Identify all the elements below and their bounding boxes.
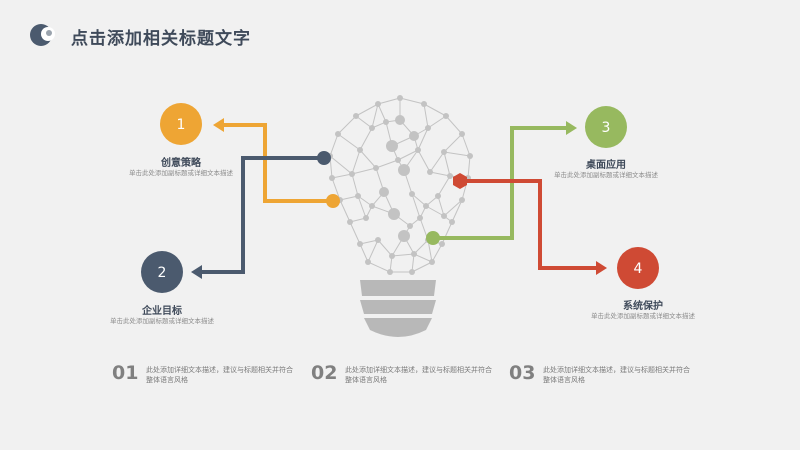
- node-2-label: 企业目标 单击此处添加副标题或详细文本描述: [107, 302, 217, 326]
- node-1-label: 创意策略 单击此处添加副标题或详细文本描述: [126, 154, 236, 178]
- bottom-item-3-text: 此处添加详细文本描述，建议与标题相关并符合整体语言风格: [543, 366, 690, 384]
- bottom-item-2-text: 此处添加详细文本描述，建议与标题相关并符合整体语言风格: [345, 366, 492, 384]
- connector-2: [191, 151, 331, 279]
- node-3-heading: 桌面应用: [586, 160, 626, 171]
- node-4-number: 4: [634, 261, 643, 277]
- node-4-desc: 单击此处添加副标题或详细文本描述: [591, 312, 695, 320]
- node-1-desc: 单击此处添加副标题或详细文本描述: [129, 169, 233, 177]
- bottom-item-2-number: 02: [311, 362, 338, 384]
- node-3-desc: 单击此处添加副标题或详细文本描述: [554, 171, 658, 179]
- lightbulb-base-icon: [360, 280, 436, 337]
- node-3-label: 桌面应用 单击此处添加副标题或详细文本描述: [551, 156, 661, 180]
- lightbulb-network-icon: [327, 95, 473, 275]
- node-4-heading: 系统保护: [623, 301, 663, 312]
- node-1-number: 1: [177, 117, 186, 133]
- connector-4: [453, 173, 607, 275]
- node-2-number: 2: [158, 265, 167, 281]
- bottom-item-3-number: 03: [509, 362, 536, 384]
- node-4-label: 系统保护 单击此处添加副标题或详细文本描述: [588, 297, 698, 321]
- node-2-heading: 企业目标: [142, 306, 182, 317]
- node-1-circle: 1: [160, 103, 202, 145]
- title-dots-icon: [30, 24, 55, 46]
- node-3-circle: 3: [585, 106, 627, 148]
- connector-1: [213, 118, 340, 208]
- bottom-item-1-number: 01: [112, 362, 139, 384]
- node-2-circle: 2: [141, 251, 183, 293]
- node-2-desc: 单击此处添加副标题或详细文本描述: [110, 317, 214, 325]
- node-1-heading: 创意策略: [161, 158, 201, 169]
- bottom-item-1-text: 此处添加详细文本描述，建议与标题相关并符合整体语言风格: [146, 366, 293, 384]
- node-4-circle: 4: [617, 247, 659, 289]
- page-title: 点击添加相关标题文字: [71, 29, 251, 49]
- node-3-number: 3: [602, 120, 611, 136]
